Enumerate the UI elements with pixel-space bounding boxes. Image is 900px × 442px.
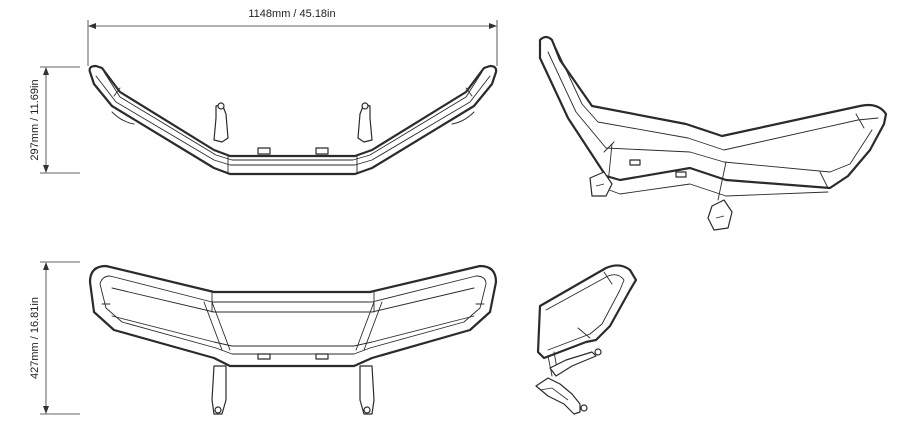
front-view: [88, 64, 498, 176]
top-height-dimension-label: 427mm / 16.81in: [29, 297, 41, 379]
top-view: [88, 264, 498, 415]
isometric-view: [538, 35, 888, 231]
top-height-dimension: 427mm / 16.81in: [29, 261, 80, 415]
front-height-dimension: 297mm / 11.69in: [29, 66, 80, 174]
width-dimension: 1148mm / 45.18in: [87, 8, 498, 66]
width-dimension-label: 1148mm / 45.18in: [248, 8, 335, 20]
front-height-dimension-label: 297mm / 11.69in: [29, 79, 41, 160]
side-view: [535, 264, 638, 415]
